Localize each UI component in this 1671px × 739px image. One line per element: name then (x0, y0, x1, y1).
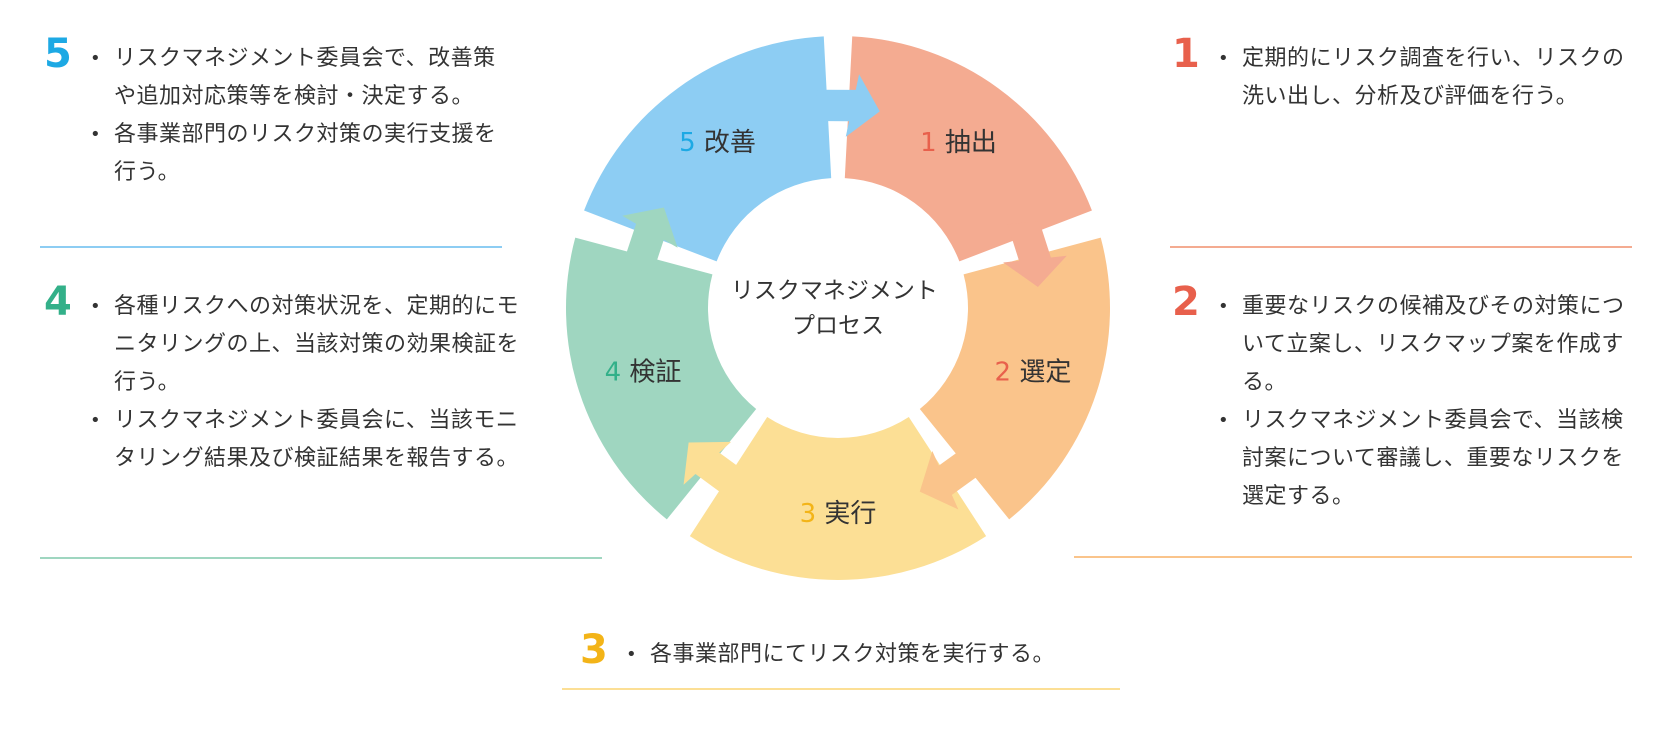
cycle-segment-labels: 1 抽出 2 選定 3 実行 4 検証 5 改善 (605, 128, 1072, 529)
segment-step1 (844, 36, 1092, 262)
segment-label-step5: 5 改善 (679, 128, 756, 158)
step1-divider (1170, 246, 1632, 248)
segment-name-step5: 改善 (704, 128, 756, 158)
step5-number: 5 (44, 31, 72, 77)
arrow-1-to-2 (1003, 221, 1067, 287)
segment-number-step3: 3 (800, 499, 825, 529)
step3-bullet-1: 各事業部門にてリスク対策を実行する。 (626, 636, 1126, 674)
segment-number-step5: 5 (679, 128, 704, 158)
arrow-3-to-4 (683, 441, 751, 497)
center-title: リスクマネジメント プロセス (731, 278, 945, 339)
step2-number: 2 (1172, 279, 1200, 325)
segment-label-step4: 4 検証 (605, 357, 682, 387)
step5-bullets: リスクマネジメント委員会で、改善策や追加対応策等を検討・決定する。 各事業部門の… (90, 40, 500, 192)
arrow-5-to-1 (810, 74, 880, 137)
segment-label-step3: 3 実行 (800, 499, 877, 529)
segment-number-step1: 1 (920, 128, 945, 158)
segment-label-step2: 2 選定 (995, 357, 1072, 387)
cycle-arrows (622, 74, 1067, 510)
segment-step3 (689, 417, 987, 581)
arrow-4-to-5 (622, 207, 678, 277)
step1-bullet-1: 定期的にリスク調査を行い、リスクの洗い出し、分析及び評価を行う。 (1218, 40, 1632, 116)
step2-divider (1074, 556, 1632, 558)
segment-name-step1: 抽出 (945, 128, 997, 158)
step3-bullets: 各事業部門にてリスク対策を実行する。 (626, 636, 1126, 674)
segment-name-step3: 実行 (824, 499, 876, 529)
step2-bullets: 重要なリスクの候補及びその対策について立案し、リスクマップ案を作成する。 リスク… (1218, 288, 1632, 516)
step1-number: 1 (1172, 31, 1200, 77)
step4-divider (40, 557, 602, 559)
center-title-line2: プロセス (792, 313, 884, 339)
step5-divider (40, 246, 502, 248)
step2-bullet-1: 重要なリスクの候補及びその対策について立案し、リスクマップ案を作成する。 (1218, 288, 1632, 402)
step4-bullets: 各種リスクへの対策状況を、定期的にモニタリングの上、当該対策の効果検証を行う。 … (90, 288, 530, 478)
segment-step5 (584, 36, 832, 262)
step4-bullet-2: リスクマネジメント委員会に、当該モニタリング結果及び検証結果を報告する。 (90, 402, 530, 478)
step2-bullet-2: リスクマネジメント委員会で、当該検討案について審議し、重要なリスクを選定する。 (1218, 402, 1632, 516)
step4-bullet-1: 各種リスクへの対策状況を、定期的にモニタリングの上、当該対策の効果検証を行う。 (90, 288, 530, 402)
step1-bullets: 定期的にリスク調査を行い、リスクの洗い出し、分析及び評価を行う。 (1218, 40, 1632, 116)
step5-bullet-2: 各事業部門のリスク対策の実行支援を行う。 (90, 116, 500, 192)
step3-number: 3 (580, 627, 608, 673)
center-title-line1: リスクマネジメント (731, 278, 938, 304)
step5-bullet-1: リスクマネジメント委員会で、改善策や追加対応策等を検討・決定する。 (90, 40, 500, 116)
segment-label-step1: 1 抽出 (920, 128, 997, 158)
step3-divider (562, 688, 1120, 690)
step4-number: 4 (44, 279, 72, 325)
segment-name-step4: 検証 (629, 357, 681, 387)
arrow-2-to-3 (919, 443, 983, 510)
segment-number-step2: 2 (995, 357, 1020, 387)
segment-number-step4: 4 (605, 357, 630, 387)
segment-name-step2: 選定 (1019, 357, 1071, 387)
